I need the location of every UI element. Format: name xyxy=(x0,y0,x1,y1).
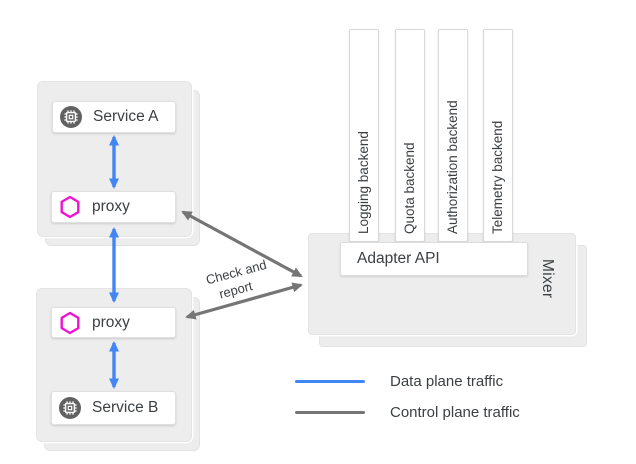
backend-label-quota: Quota backend xyxy=(402,142,417,234)
backend-label-telemetry: Telemetry backend xyxy=(490,120,505,234)
chip-icon xyxy=(60,106,82,128)
backend-bar-authorization: Authorization backend xyxy=(438,29,468,242)
control-plane-legend-line xyxy=(295,411,365,414)
service-b-node: Service B xyxy=(51,391,176,425)
proxy-a-label: proxy xyxy=(92,198,130,215)
hexagon-icon xyxy=(60,195,80,219)
proxy-b-node: proxy xyxy=(51,307,176,338)
service-a-node: Service A xyxy=(52,101,176,133)
adapter-api-box: Adapter API xyxy=(340,242,528,276)
data-plane-legend-line xyxy=(295,380,365,383)
control-plane-legend-label: Control plane traffic xyxy=(390,404,520,421)
backend-bar-logging: Logging backend xyxy=(349,29,379,242)
data-plane-legend-label: Data plane traffic xyxy=(390,373,504,390)
backend-label-logging: Logging backend xyxy=(356,131,371,234)
service-b-label: Service B xyxy=(92,399,159,416)
adapter-api-label: Adapter API xyxy=(357,250,440,267)
check-and-report-label: Check and report xyxy=(204,256,273,305)
chip-icon xyxy=(59,397,81,419)
proxy-a-node: proxy xyxy=(51,191,176,223)
mixer-label: Mixer xyxy=(539,259,556,299)
proxy-b-label: proxy xyxy=(92,313,130,331)
service-a-label: Service A xyxy=(93,108,159,125)
backend-bar-quota: Quota backend xyxy=(395,29,425,242)
backend-label-authorization: Authorization backend xyxy=(445,100,460,234)
backend-bar-telemetry: Telemetry backend xyxy=(483,29,513,242)
hexagon-icon xyxy=(60,311,80,334)
